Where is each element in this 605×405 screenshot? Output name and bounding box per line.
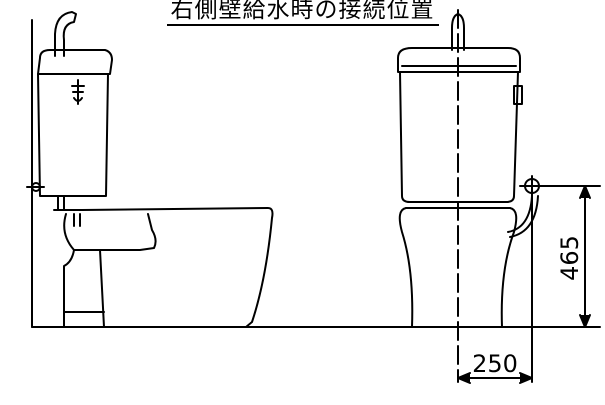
lever-icon	[513, 85, 523, 105]
width-dimension-label: 250	[472, 350, 518, 378]
side-tank-lid	[37, 49, 113, 75]
front-tank-lid	[397, 47, 521, 73]
side-bowl	[81, 207, 274, 328]
width-dimension	[457, 195, 533, 384]
height-dimension	[539, 185, 601, 328]
logo-icon	[71, 79, 85, 105]
side-view-toilet	[26, 11, 274, 328]
diagram-title: 右側壁給水時の接続位置	[0, 0, 605, 26]
front-view-toilet	[397, 13, 545, 328]
side-tank-body	[37, 73, 109, 197]
front-bowl	[398, 207, 518, 328]
height-dimension-label: 465	[556, 235, 584, 281]
side-faucet	[54, 11, 77, 57]
